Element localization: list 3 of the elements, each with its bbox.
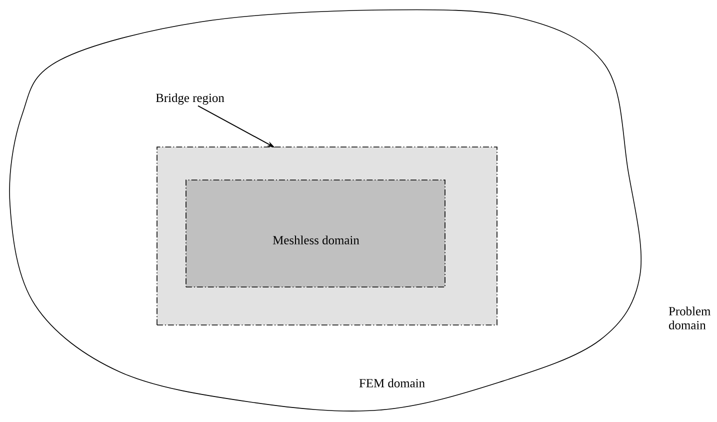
region-label: Problem domain	[668, 306, 711, 330]
region-label: Bridge region	[156, 93, 224, 105]
shaded-box: Meshless domain	[186, 180, 446, 288]
